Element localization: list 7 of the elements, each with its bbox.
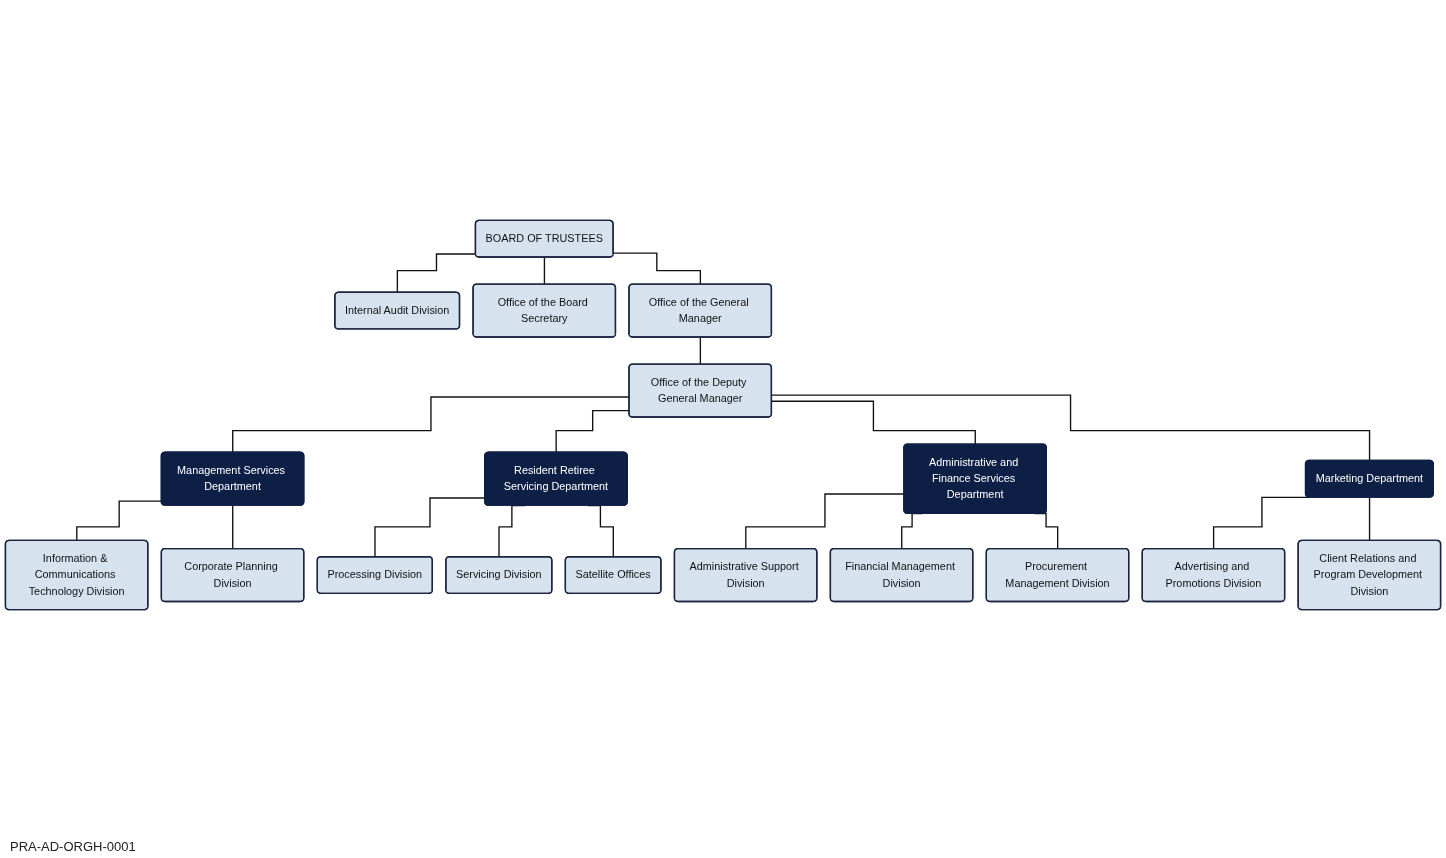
connector — [543, 256, 546, 286]
connector — [699, 336, 702, 366]
connector — [1368, 496, 1371, 542]
document-code: PRA-AD-ORGH-0001 — [10, 839, 136, 854]
connector — [232, 504, 234, 550]
connector — [771, 400, 977, 446]
connector — [771, 394, 1371, 462]
